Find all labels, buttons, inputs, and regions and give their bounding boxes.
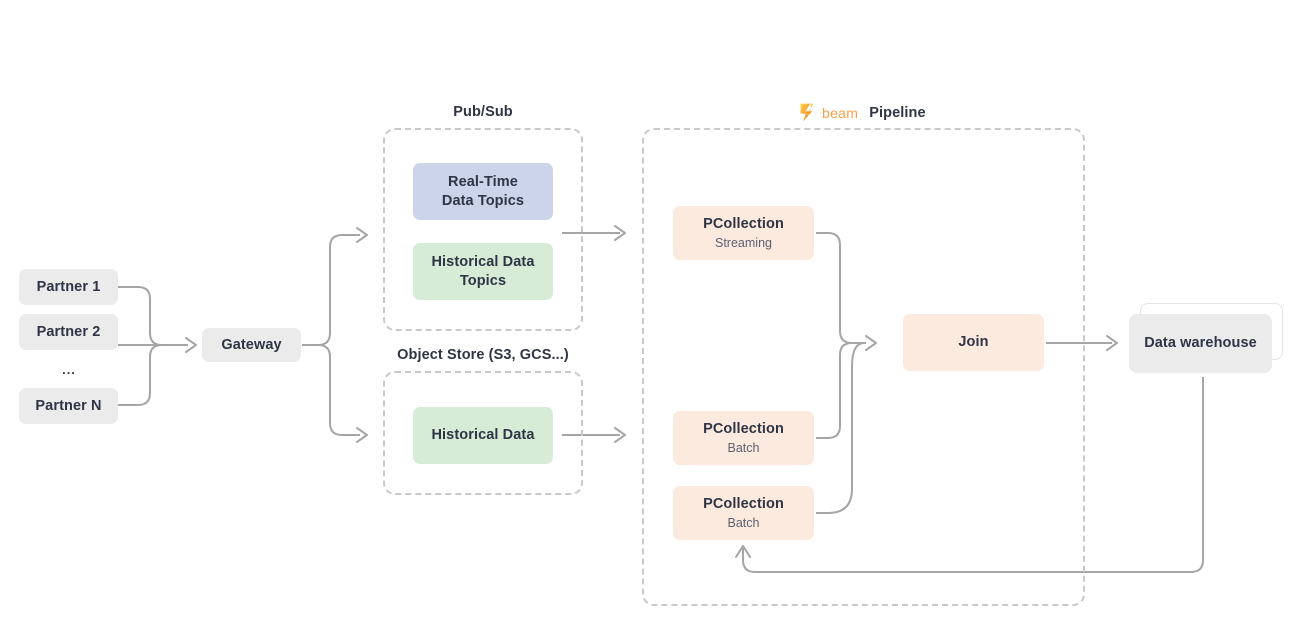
data-warehouse-label: Data warehouse bbox=[1144, 335, 1257, 352]
historical-data-topics-box[interactable]: Historical Data Topics bbox=[413, 243, 553, 300]
historical-data-box[interactable]: Historical Data bbox=[413, 407, 553, 464]
historical-data-topics-label-line2: Topics bbox=[459, 272, 507, 289]
partner-n-box[interactable]: Partner N bbox=[19, 388, 118, 424]
realtime-data-topics-label-line2: Data Topics bbox=[441, 192, 525, 209]
beam-pipeline-header: beam Pipeline bbox=[799, 103, 926, 122]
pcollection-batch-1-subtitle: Batch bbox=[727, 441, 760, 456]
realtime-data-topics-label-line1: Real-Time bbox=[448, 173, 518, 190]
partner-2-box[interactable]: Partner 2 bbox=[19, 314, 118, 350]
pipeline-caption: Pipeline bbox=[869, 104, 926, 121]
object-store-group-container bbox=[383, 371, 583, 495]
partner-2-label: Partner 2 bbox=[36, 323, 101, 340]
pipeline-group-container bbox=[642, 128, 1085, 606]
pubsub-caption: Pub/Sub bbox=[453, 104, 513, 120]
partner-1-box[interactable]: Partner 1 bbox=[19, 269, 118, 305]
gateway-label: Gateway bbox=[221, 336, 282, 353]
pcollection-batch-2-title: PCollection bbox=[703, 495, 784, 512]
partner-1-label: Partner 1 bbox=[36, 278, 101, 295]
realtime-data-topics-box[interactable]: Real-Time Data Topics bbox=[413, 163, 553, 220]
pcollection-streaming-subtitle: Streaming bbox=[715, 236, 772, 251]
pcollection-batch-1-title: PCollection bbox=[703, 420, 784, 437]
object-store-caption: Object Store (S3, GCS...) bbox=[397, 347, 569, 363]
data-warehouse-box[interactable]: Data warehouse bbox=[1129, 314, 1272, 373]
historical-data-topics-label-line1: Historical Data bbox=[431, 253, 535, 270]
pcollection-batch-1-box[interactable]: PCollection Batch bbox=[673, 411, 814, 465]
beam-logo-icon bbox=[799, 103, 816, 122]
pcollection-batch-2-subtitle: Batch bbox=[727, 516, 760, 531]
pubsub-group-container bbox=[383, 128, 583, 331]
historical-data-label: Historical Data bbox=[431, 427, 535, 444]
partner-n-label: Partner N bbox=[35, 397, 102, 414]
partners-ellipsis: ... bbox=[62, 362, 76, 377]
beam-logo-wordmark: beam bbox=[822, 104, 859, 121]
join-transform-label: Join bbox=[958, 334, 989, 351]
pcollection-streaming-box[interactable]: PCollection Streaming bbox=[673, 206, 814, 260]
pcollection-streaming-title: PCollection bbox=[703, 215, 784, 232]
pcollection-batch-2-box[interactable]: PCollection Batch bbox=[673, 486, 814, 540]
join-transform-box[interactable]: Join bbox=[903, 314, 1044, 371]
gateway-box[interactable]: Gateway bbox=[202, 328, 301, 362]
